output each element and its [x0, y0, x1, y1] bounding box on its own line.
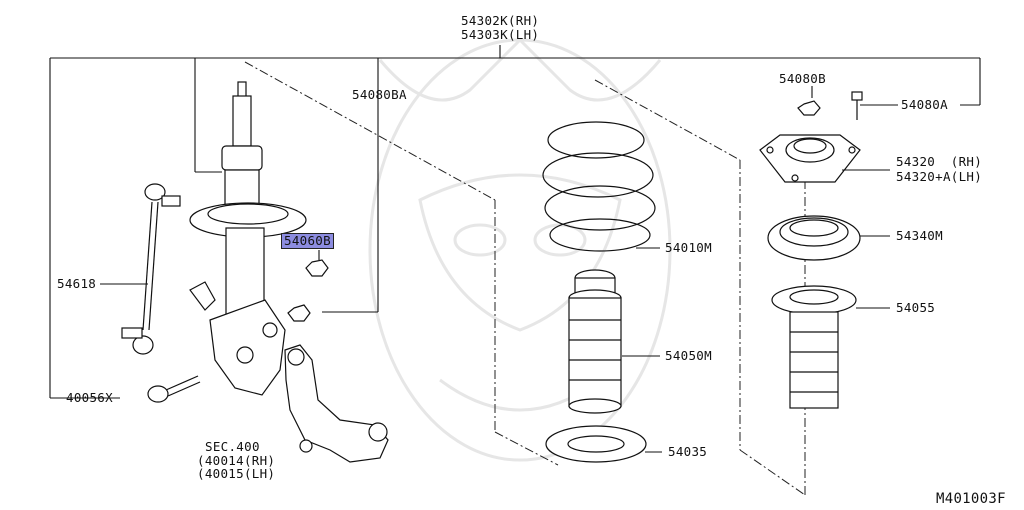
- sec-400-label: SEC.400: [205, 439, 260, 454]
- nut-54080ba-label: 54080BA: [352, 87, 407, 102]
- knuckle-lh-label: (40015(LH): [197, 466, 276, 481]
- knuckle: [284, 344, 389, 463]
- strut-nuts: [287, 259, 329, 322]
- strut-mount: [759, 134, 861, 183]
- spring-seat: [545, 425, 647, 463]
- stabilizer-54618-label: 54618: [57, 276, 97, 291]
- bound-54055-label: 54055: [896, 300, 936, 315]
- bearing-54340m-label: 54340M: [896, 228, 943, 243]
- bolt-40056x: [147, 375, 201, 403]
- highlight-54060b-label[interactable]: 54060B: [281, 233, 334, 249]
- boot-54050m-label: 54050M: [665, 348, 712, 363]
- assembly-rh-label: 54302K(RH): [461, 13, 540, 28]
- top-fasteners: [797, 91, 863, 120]
- diagram-code-label: M401003F: [936, 491, 1006, 507]
- assembly-lh-label: 54303K(LH): [461, 27, 540, 42]
- spring-54010m-label: 54010M: [665, 240, 712, 255]
- mount-54320-lh-label: 54320+A(LH): [896, 169, 983, 184]
- knuckle-rh-label: (40014(RH): [197, 453, 276, 468]
- stabilizer-link: [121, 183, 181, 355]
- nut-54080b-label: 54080B: [779, 71, 826, 86]
- bolt-40056x-label: 40056X: [66, 390, 113, 405]
- strut-assembly: [189, 81, 307, 396]
- mount-bearing: [767, 215, 861, 261]
- dust-boot: [568, 269, 622, 414]
- bound-bumper: [771, 285, 857, 409]
- leader-lines: [100, 86, 898, 453]
- coil-spring: [542, 121, 656, 252]
- assembly-bracket: [49, 45, 981, 399]
- seat-54035-label: 54035: [668, 444, 708, 459]
- mount-54320-rh-label: 54320 (RH): [896, 154, 983, 169]
- bolt-54080a-label: 54080A: [901, 97, 948, 112]
- watermark-emblem: [368, 37, 672, 462]
